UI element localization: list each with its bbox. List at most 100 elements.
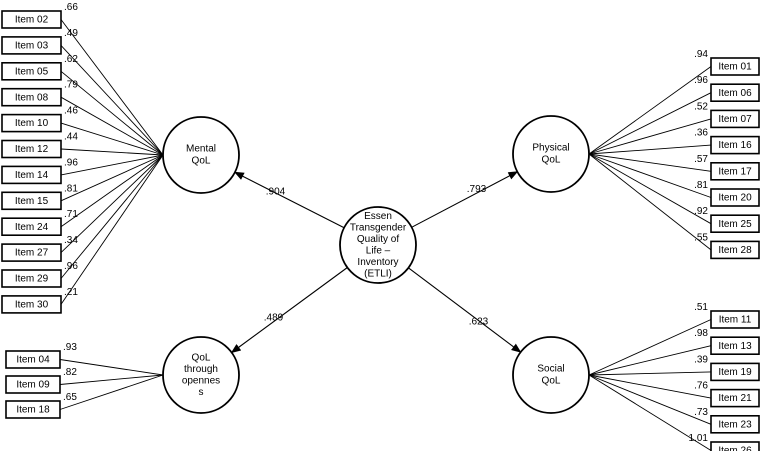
central-construct-label-line: Essen [364,211,392,222]
social-qol-label-line: Social [537,364,564,375]
item-label: Item 11 [719,315,752,326]
item-box [1,295,62,314]
mental-qol-label-line: Mental [186,144,216,155]
item-box [710,388,760,408]
item-label: Item 20 [718,193,752,204]
item-label: Item 29 [15,274,49,285]
loading-line [60,154,164,305]
item-loading: .94 [694,49,708,60]
loading-line [60,154,164,228]
item-label: Item 05 [15,66,49,77]
openness-path-coefficient: .489 [264,313,284,324]
item-loading: .76 [694,381,708,392]
item-label: Item 08 [15,92,49,103]
loading-line [60,148,164,156]
social-qol-node [512,336,590,414]
item-box [710,57,760,76]
loading-line [59,374,164,410]
item-label: Item 13 [718,341,752,352]
loading-line [588,66,712,155]
item-loading: .81 [694,180,708,191]
physical-qol-label-line: Physical [532,143,569,154]
item-label: Item 26 [718,446,752,451]
social-qol-label-line: QoL [542,376,561,387]
loading-line [60,70,164,156]
loading-line [588,153,712,172]
central-construct-label-line: Inventory [357,257,398,268]
item-label: Item 06 [718,88,752,99]
item-loading: .96 [64,157,78,168]
item-loading: .96 [694,75,708,86]
item-loading: .92 [694,206,708,217]
item-label: Item 12 [15,144,49,155]
item-box [710,214,760,233]
item-loading: .93 [63,342,77,353]
loading-line [588,153,712,225]
mental-path-coefficient: .904 [266,187,286,198]
item-loading: .46 [64,106,78,117]
item-box [710,83,760,102]
loading-line [588,118,712,155]
loading-line [588,92,712,155]
item-loading: .65 [63,392,77,403]
item-label: Item 18 [16,405,50,416]
loading-line [59,374,164,385]
item-loading: .44 [64,132,78,143]
item-label: Item 27 [15,248,49,259]
item-label: Item 30 [15,300,49,311]
item-box [1,165,62,185]
physical-path-coefficient: .793 [467,184,487,195]
loading-line [588,374,712,451]
loading-line [60,154,164,176]
item-box [1,243,62,262]
social-path-arrow [408,267,522,353]
item-box [1,217,62,236]
item-box [1,36,62,55]
item-label: Item 28 [718,245,752,256]
item-loading: .82 [63,367,77,378]
item-label: Item 03 [15,41,49,52]
physical-qol-node [512,115,590,193]
loading-line [588,144,712,155]
item-loading: .55 [694,232,708,243]
item-label: Item 14 [15,170,49,181]
item-box [710,414,760,434]
item-box [1,113,62,133]
item-box [1,191,62,211]
item-loading: .52 [694,101,708,112]
item-label: Item 02 [15,15,49,26]
item-label: Item 04 [16,355,50,366]
item-loading: .79 [64,80,78,91]
loading-line [588,371,712,376]
item-loading: .36 [694,128,708,139]
loading-line [588,319,712,376]
item-loading: .62 [64,54,78,65]
item-loading: 1.01 [689,433,709,444]
qol-openness-node [162,336,240,414]
physical-path-arrow [411,171,519,228]
item-box [710,135,760,155]
item-box [710,240,760,260]
item-label: Item 21 [718,393,752,404]
loading-line [588,153,712,198]
item-box [5,400,61,419]
qol-openness-label-line: through [184,364,218,375]
item-loading: .39 [694,354,708,365]
mental-path-arrow [233,171,345,229]
openness-path-arrow [230,267,348,354]
item-label: Item 24 [15,222,49,233]
loading-line [59,359,164,376]
item-loading: .96 [64,261,78,272]
item-box [1,10,62,29]
central-construct-label-line: Transgender [350,222,407,233]
item-loading: .57 [694,154,708,165]
item-loading: .21 [64,287,78,298]
item-box [1,269,62,288]
item-label: Item 16 [718,140,752,151]
loading-line [60,154,164,279]
item-label: Item 01 [718,62,752,73]
item-loading: .71 [64,209,78,220]
item-label: Item 07 [718,114,752,125]
loading-line [588,345,712,376]
item-box [710,362,760,382]
